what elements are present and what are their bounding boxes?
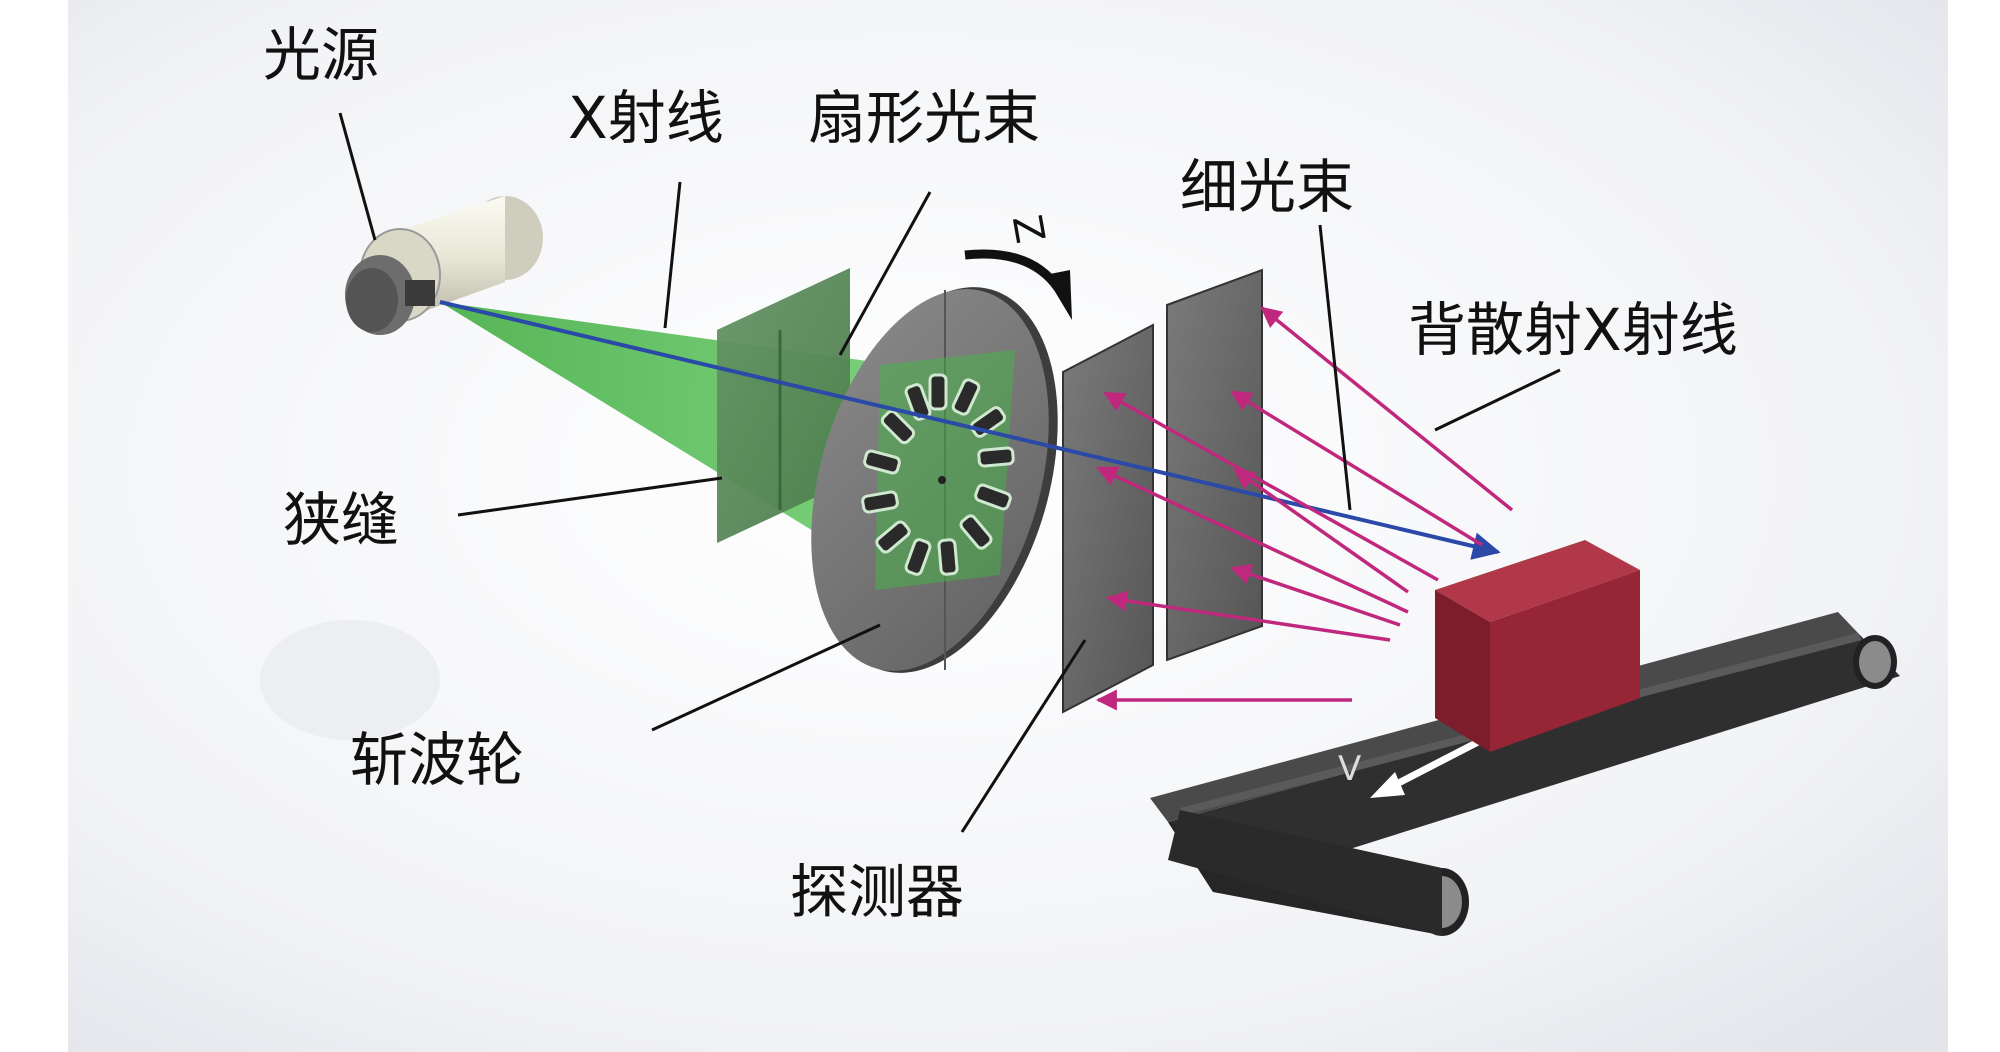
backscatter-rays [1095,306,1514,711]
rotation-arrow-icon [964,249,1072,320]
label-detector: 探测器 [790,858,964,926]
label-thin-beam: 细光束 [1180,153,1354,221]
chopper-slots [861,373,1015,576]
label-slit: 狭缝 [283,486,399,554]
background-shadow [260,620,440,740]
label-light-source: 光源 [263,21,379,89]
xray-source [345,196,543,335]
velocity-symbol: V [1338,749,1361,789]
leader-lines [338,112,1561,833]
label-xray: X射线 [568,84,724,152]
label-fan-beam: 扇形光束 [808,84,1040,152]
slit-plate [717,268,850,543]
thin-beam [439,300,1501,560]
label-backscatter-xray: 背散射X射线 [1408,296,1738,364]
detector-plate-back [1166,268,1263,662]
target-box [1435,540,1640,752]
detector-plate-front [1062,323,1154,714]
velocity-arrow-icon [1370,738,1480,798]
label-chopper-wheel: 斩波轮 [350,726,524,794]
